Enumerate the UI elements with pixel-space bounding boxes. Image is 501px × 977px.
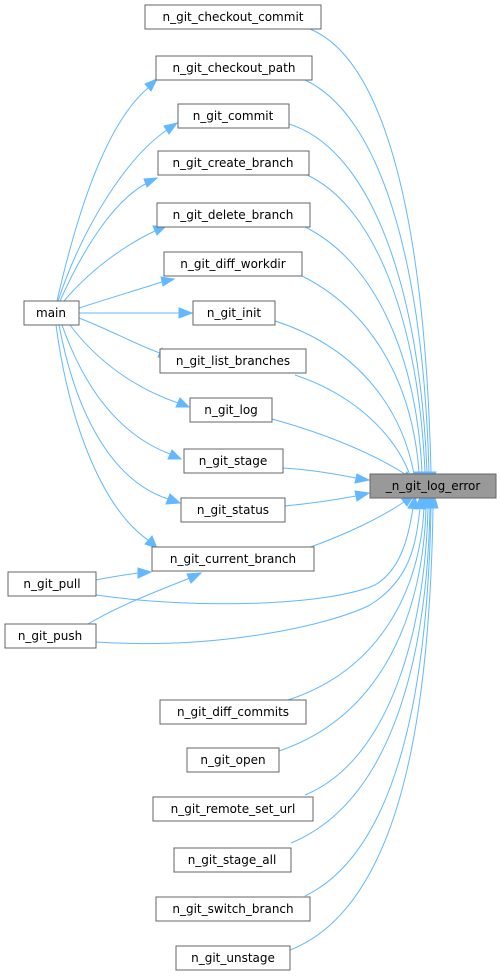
node-label: n_git_current_branch [170, 552, 296, 566]
edge-n-git-delete-branch-to-n-git-log-error [304, 226, 428, 487]
node-label: n_git_init [207, 306, 262, 320]
edge-n-git-switch-branch-to-n-git-log-error [304, 493, 437, 897]
node-n-git-stage[interactable]: n_git_stage [183, 448, 284, 474]
edge-main-to-n-git-current-branch [55, 324, 158, 549]
node-label: n_git_stage_all [188, 853, 277, 867]
edge-n-git-remote-set-url-to-n-git-log-error [304, 493, 434, 796]
edge-n-git-current-branch-to-n-git-log-error [304, 494, 416, 550]
node-n-git-open[interactable]: n_git_open [186, 747, 280, 773]
edge-n-git-diff-commits-to-n-git-log-error [287, 493, 430, 701]
node-n-git-unstage[interactable]: n_git_unstage [175, 945, 291, 971]
node-label: n_git_diff_workdir [180, 257, 285, 271]
edge-main-to-n-git-status [58, 324, 182, 505]
edge-n-git-stage-to-n-git-log-error [282, 467, 371, 484]
node-label: n_git_remote_set_url [171, 802, 296, 816]
node-label: n_git_status [197, 503, 269, 517]
node-label: n_git_checkout_path [173, 61, 296, 75]
edge-main-to-n-git-init [79, 307, 194, 319]
node-label: main [36, 306, 66, 320]
edge-n-git-init-to-n-git-log-error [274, 320, 420, 488]
graph-nodes: n_git_checkout_commit n_git_checkout_pat… [4, 4, 497, 971]
node-n-git-push[interactable]: n_git_push [4, 623, 97, 649]
edge-n-git-pull-to-n-git-log-error [95, 494, 419, 605]
node-n-git-switch-branch[interactable]: n_git_switch_branch [155, 896, 311, 922]
edge-main-to-n-git-diff-workdir [78, 276, 176, 309]
node-n-git-current-branch[interactable]: n_git_current_branch [151, 546, 315, 572]
node-main[interactable]: main [23, 300, 80, 326]
edge-main-to-n-git-stage [61, 324, 183, 460]
edge-main-to-n-git-commit [57, 122, 179, 302]
node-n-git-init[interactable]: n_git_init [192, 300, 276, 326]
node-n-git-log-error[interactable]: _n_git_log_error [369, 473, 497, 499]
node-label: n_git_diff_commits [177, 705, 289, 719]
edge-n-git-checkout-commit-to-n-git-log-error [309, 28, 437, 487]
node-label: n_git_switch_branch [172, 902, 293, 916]
node-label: n_git_list_branches [176, 354, 290, 368]
edge-n-git-diff-workdir-to-n-git-log-error [301, 275, 425, 487]
node-n-git-commit[interactable]: n_git_commit [177, 103, 290, 129]
node-label: n_git_push [18, 629, 82, 643]
node-label: n_git_stage [199, 454, 268, 468]
edge-n-git-list-branches-to-n-git-log-error [294, 374, 415, 489]
edge-main-to-n-git-create-branch [59, 177, 159, 302]
edge-n-git-push-to-n-git-current-branch [87, 572, 203, 625]
node-n-git-diff-commits[interactable]: n_git_diff_commits [159, 699, 307, 725]
edge-n-git-status-to-n-git-log-error [284, 490, 371, 507]
node-n-git-remote-set-url[interactable]: n_git_remote_set_url [152, 796, 314, 822]
node-label: n_git_delete_branch [173, 208, 294, 222]
edge-main-to-n-git-log [69, 324, 191, 408]
edge-main-to-n-git-checkout-path [56, 78, 159, 302]
node-n-git-checkout-path[interactable]: n_git_checkout_path [155, 55, 313, 81]
node-n-git-status[interactable]: n_git_status [180, 497, 286, 523]
edge-n-git-checkout-path-to-n-git-log-error [304, 79, 435, 487]
node-label: n_git_pull [23, 577, 80, 591]
node-n-git-delete-branch[interactable]: n_git_delete_branch [156, 202, 311, 228]
node-n-git-list-branches[interactable]: n_git_list_branches [159, 348, 307, 374]
node-label: n_git_commit [193, 109, 274, 123]
edge-n-git-unstage-to-n-git-log-error [289, 493, 439, 951]
node-n-git-diff-workdir[interactable]: n_git_diff_workdir [163, 251, 303, 277]
node-label: _n_git_log_error [385, 479, 481, 493]
node-n-git-checkout-commit[interactable]: n_git_checkout_commit [144, 4, 322, 30]
node-n-git-create-branch[interactable]: n_git_create_branch [157, 150, 310, 176]
edge-main-to-n-git-delete-branch [63, 225, 168, 302]
node-label: n_git_open [200, 753, 265, 767]
node-label: n_git_checkout_commit [163, 10, 304, 24]
edge-main-to-n-git-list-branches [78, 317, 173, 359]
node-n-git-stage-all[interactable]: n_git_stage_all [173, 847, 292, 873]
edge-n-git-pull-to-n-git-current-branch [95, 567, 153, 581]
node-n-git-log[interactable]: n_git_log [189, 397, 273, 423]
node-label: n_git_create_branch [172, 156, 293, 170]
node-n-git-pull[interactable]: n_git_pull [7, 571, 97, 597]
node-label: n_git_log [204, 403, 258, 417]
node-label: n_git_unstage [191, 951, 275, 965]
